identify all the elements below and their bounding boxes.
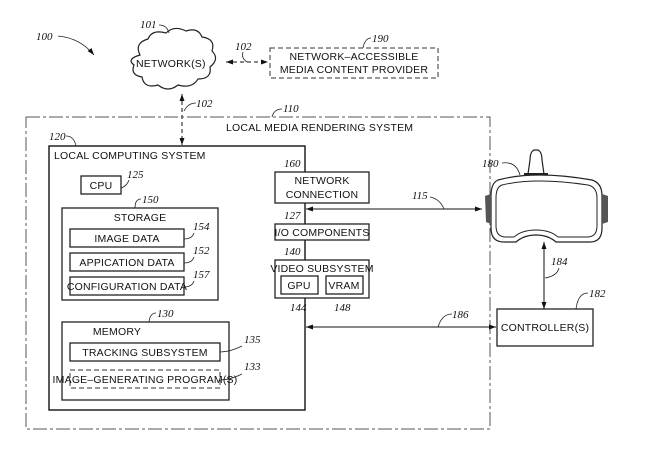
io-components-label: I/O COMPONENTS <box>275 227 370 239</box>
figure-ref-arrow <box>57 35 95 56</box>
memory-ref-leader <box>148 312 157 323</box>
application-data-ref: 152 <box>193 245 210 257</box>
image-generating-programs-ref: 133 <box>244 361 261 373</box>
storage-ref: 150 <box>142 194 159 206</box>
memory-ref: 130 <box>157 308 174 320</box>
vram-label: VRAM <box>328 280 359 292</box>
gpu-box <box>280 275 319 295</box>
provider-line2: MEDIA CONTENT PROVIDER <box>280 64 429 76</box>
network-label: NETWORK(S) <box>136 58 206 70</box>
vram-ref: 148 <box>334 302 351 314</box>
network-connection-ref: 160 <box>284 158 301 170</box>
network-connection-line1: NETWORK <box>294 175 349 187</box>
cpu-label: CPU <box>90 180 113 192</box>
configuration-data-ref-leader <box>183 280 195 288</box>
image-generating-programs-box <box>69 369 221 389</box>
cpu-ref-leader <box>120 179 130 189</box>
io-components-box <box>274 223 370 241</box>
configuration-data-box <box>69 276 185 296</box>
network-connection-line2: CONNECTION <box>286 189 359 201</box>
media-content-provider-box <box>269 47 439 79</box>
tracking-subsystem-label: TRACKING SUBSYSTEM <box>82 347 208 359</box>
gpu-label: GPU <box>287 280 310 292</box>
image-data-box <box>69 228 185 248</box>
local-computing-system-ref: 120 <box>49 131 66 143</box>
tracking-ref-leader <box>219 345 243 353</box>
controller-box <box>496 308 594 347</box>
application-data-label: APPICATION DATA <box>79 257 174 269</box>
storage-label: STORAGE <box>114 212 167 224</box>
network-provider-link-leader <box>242 51 248 63</box>
local-media-rendering-system-box <box>25 116 491 430</box>
storage-ref-leader <box>134 198 142 209</box>
lcs-ref-leader <box>65 135 77 147</box>
network-local-link-leader <box>183 102 197 112</box>
hmd-ref: 180 <box>482 158 499 170</box>
hmd-controller-link-ref: 184 <box>551 256 568 268</box>
network-connection-box <box>274 171 370 204</box>
video-subsystem-ref: 140 <box>284 246 301 258</box>
network-provider-link-ref: 102 <box>235 41 252 53</box>
hmd-ref-leader <box>501 162 521 176</box>
application-data-ref-leader <box>183 256 195 264</box>
configuration-data-label: CONFIGURATION DATA <box>67 281 187 293</box>
cpu-box <box>80 175 122 195</box>
network-ref-leader <box>158 24 170 34</box>
network-local-link-ref: 102 <box>196 98 213 110</box>
vr-headset <box>485 149 608 243</box>
tracking-subsystem-ref: 135 <box>244 334 261 346</box>
hmd-link-ref: 115 <box>412 190 428 202</box>
provider-ref: 190 <box>372 33 389 45</box>
gpu-ref: 144 <box>290 302 307 314</box>
image-program-ref-leader <box>219 373 243 381</box>
controller-ref-leader <box>575 292 589 310</box>
local-media-rendering-system-label: LOCAL MEDIA RENDERING SYSTEM <box>226 122 413 134</box>
controller-ref: 182 <box>589 288 606 300</box>
local-media-rendering-system-ref: 110 <box>283 103 299 115</box>
image-data-ref-leader <box>183 232 195 240</box>
application-data-box <box>69 252 185 272</box>
hmd-controller-link-leader <box>544 267 560 279</box>
network-ref: 101 <box>140 19 157 31</box>
image-generating-programs-label: IMAGE–GENERATING PROGRAM(S) <box>53 374 238 386</box>
controller-local-link-ref: 186 <box>452 309 469 321</box>
lmrs-ref-leader <box>271 108 283 118</box>
local-computing-system-label: LOCAL COMPUTING SYSTEM <box>54 150 206 162</box>
figure-ref: 100 <box>36 31 53 43</box>
provider-ref-leader <box>362 37 372 49</box>
hmd-link-leader <box>429 196 445 210</box>
image-data-ref: 154 <box>193 221 210 233</box>
video-subsystem-label: VIDEO SUBSYSTEM <box>270 263 373 275</box>
controller-local-link-leader <box>437 313 453 328</box>
io-components-ref: 127 <box>284 210 301 222</box>
image-data-label: IMAGE DATA <box>94 233 159 245</box>
configuration-data-ref: 157 <box>193 269 210 281</box>
provider-line1: NETWORK–ACCESSIBLE <box>289 51 418 63</box>
memory-label: MEMORY <box>93 326 141 338</box>
vram-box <box>325 275 364 295</box>
cpu-ref: 125 <box>127 169 144 181</box>
controller-label: CONTROLLER(S) <box>501 322 589 334</box>
network-cloud: NETWORK(S) <box>130 27 217 90</box>
